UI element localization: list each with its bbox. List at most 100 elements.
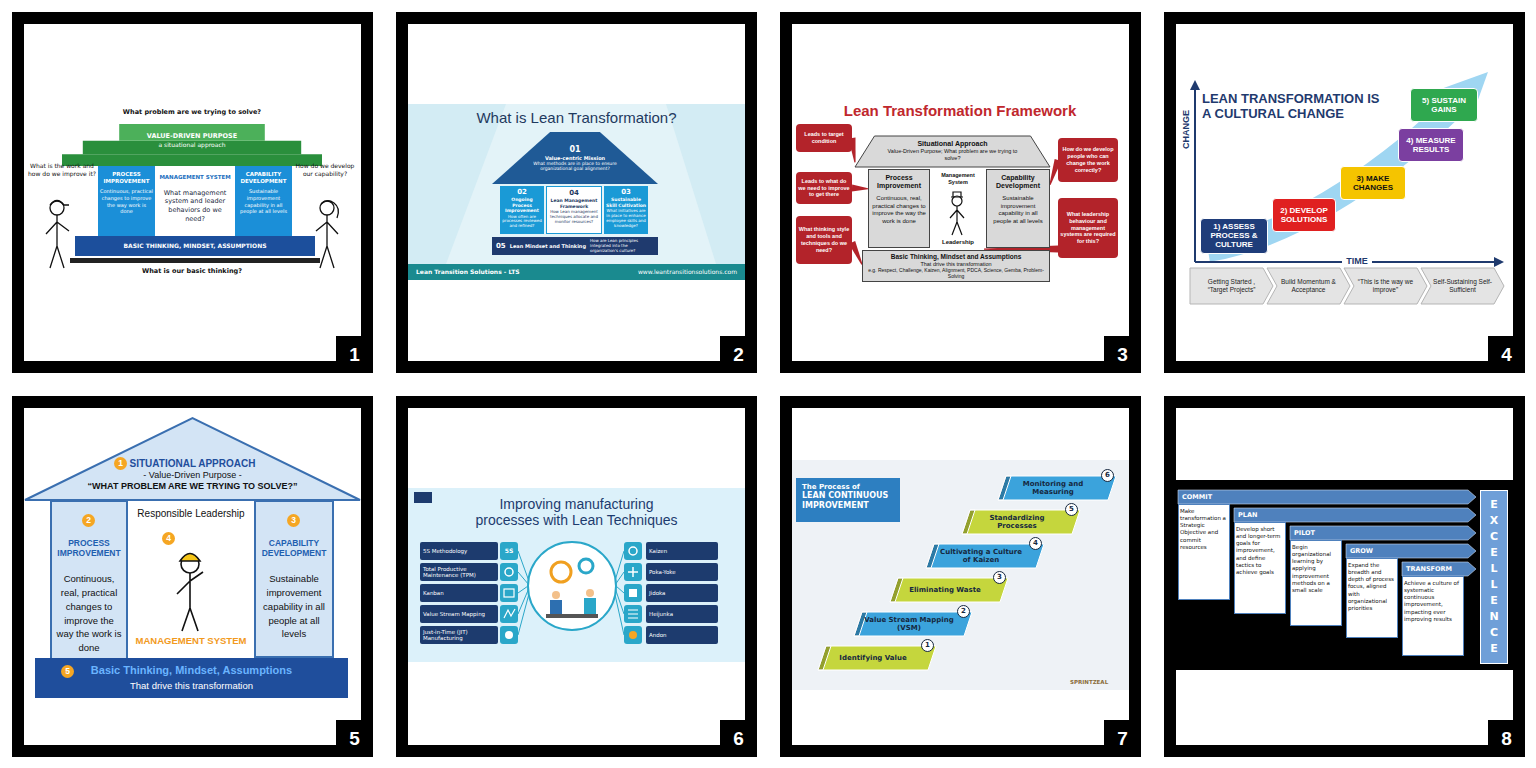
icon-tile [624, 542, 642, 560]
box-text: Basic Thinking, Mindset and Assumptions [867, 253, 1045, 261]
icon-glyph [629, 589, 637, 597]
gear [579, 559, 593, 573]
box-text: Expand the breadth and depth of process … [1348, 562, 1396, 612]
panel-frame [396, 396, 757, 757]
box-text: How often are processes reviewed and ref… [501, 215, 543, 229]
question-label: How do we develop our capability? [294, 162, 356, 178]
box-text: 5) SUSTAIN GAINS [1414, 96, 1474, 114]
box-text: Identifying Value [839, 654, 906, 662]
panel-frame [12, 396, 373, 757]
panel-number: 1 [336, 336, 373, 373]
stick-figure [316, 201, 338, 268]
panel-ground [408, 408, 745, 745]
box-text: Lean Transition Solutions - LTS [416, 268, 520, 275]
panel [12, 396, 373, 757]
box-text: 02 [501, 188, 543, 196]
box-text: “WHAT PROBLEM ARE WE TRYING TO SOLVE?” [70, 481, 315, 492]
box-text: 1 [118, 459, 123, 468]
icon-tile [500, 605, 518, 623]
outline-shape [1344, 268, 1427, 304]
foundation-band: 05Lean Mindset and ThinkingHow are Lean … [492, 237, 658, 255]
box-text: LEAN CONTINUOUS IMPROVEMENT [802, 491, 894, 509]
axis-head [1190, 80, 1200, 90]
management-area: Responsible LeadershipMANAGEMENT SYSTEM4 [128, 500, 254, 658]
roof-band: Situational ApproachValue-Driven Purpose… [855, 136, 1050, 167]
box-text: Monitoring and Measuring [1008, 480, 1098, 496]
icon-glyph [504, 589, 514, 597]
icon-tile [500, 584, 518, 602]
panel [1164, 12, 1525, 373]
outline-shape [855, 136, 1050, 167]
factory-illustration [528, 542, 616, 630]
outline-shape [962, 510, 1080, 534]
box-text: 6 [1105, 472, 1110, 479]
box-text: Capability Development [990, 174, 1046, 191]
leader-figure [177, 554, 203, 632]
box-text: Total Productive Maintenance (TPM) [423, 566, 495, 579]
outline-shape [998, 476, 1116, 500]
axis-label: TIME [1342, 256, 1372, 267]
illustration-disc [528, 542, 616, 630]
box-text: Situational Approach [879, 140, 1026, 148]
outline-shape [998, 476, 1011, 500]
axis-head [1494, 257, 1504, 267]
pillar-box: PROCESS IMPROVEMENT Continuous, real, pra… [50, 500, 128, 661]
box-text: CAPABILITY DEVELOPMENT [259, 538, 329, 558]
box-text: Just-in-Time (JIT) Manufacturing [423, 629, 495, 642]
stage-box: 2) DEVELOP SOLUTIONS [1272, 198, 1336, 232]
outline-shape [926, 544, 1044, 568]
box-text: CAPABILITY DEVELOPMENT [237, 171, 290, 184]
box-text: Value Stream Mapping [423, 611, 485, 617]
panel [396, 12, 757, 373]
box-text: PILOT [1294, 528, 1466, 538]
panel-frame [780, 396, 1141, 757]
box-text: Process Improvement [872, 174, 926, 191]
box-text: What thinking style and tools and techni… [798, 226, 850, 254]
box-text: Poka-Yoke [649, 569, 676, 575]
phase-box: Expand the breadth and depth of process … [1346, 558, 1398, 638]
question-label: What is the work and how do we improve i… [26, 162, 98, 178]
figure-cap [50, 201, 69, 206]
box-text: PROCESS IMPROVEMENT [100, 171, 153, 184]
box-text: 4) MEASURE RESULTS [1402, 136, 1460, 154]
panel-frame [1164, 396, 1525, 757]
step-ribbon: Value Stream Mapping (VSM)2 [854, 612, 972, 636]
outline-shape [492, 132, 658, 184]
outline-shape [1267, 268, 1350, 304]
panel-ground [408, 24, 745, 361]
outline-shape [1190, 268, 1273, 304]
slide-ground [792, 460, 1129, 690]
number-circle: 3 [993, 571, 1006, 584]
box-text: PROCESS IMPROVEMENT [55, 538, 123, 558]
worker-head [552, 591, 560, 599]
foundation-band: Basic Thinking, Mindset, AssumptionsThat… [35, 658, 348, 698]
phase-arrow: PILOT [1290, 526, 1476, 540]
icon-column [500, 542, 518, 644]
box-text: www.leantransitionsolutions.com [638, 268, 737, 275]
panel-frame [1164, 12, 1525, 373]
outline-shape [1421, 268, 1504, 304]
title-box: The Process ofLEAN CONTINUOUS IMPROVEMEN… [796, 478, 900, 522]
number-circle: 2 [957, 605, 970, 618]
box-text: How are Lean principles integrated into … [590, 239, 654, 253]
box-text: Kaizen [649, 548, 667, 554]
worker-head [586, 589, 594, 597]
box-text: Leadership [942, 239, 974, 246]
number-circle: 1 [114, 457, 127, 470]
panel-ground [792, 408, 1129, 745]
icon-glyph [504, 609, 515, 618]
stage-box: 5) SUSTAIN GAINS [1410, 88, 1478, 122]
step-ribbon: Identifying Value1 [818, 646, 936, 670]
work-bench [546, 614, 598, 618]
box-text: Management System [933, 172, 983, 185]
box-text: Continuous, real, practical changes to i… [55, 572, 123, 655]
panel-number: 7 [1104, 720, 1141, 757]
box-text: e.g. Respect, Challenge, Kaizen, Alignme… [867, 267, 1045, 279]
pillar-box: Capability DevelopmentSustainable improv… [986, 169, 1050, 248]
box-text: Heijunka [649, 611, 673, 617]
icon-glyph [629, 547, 637, 555]
panel-number: 6 [720, 720, 757, 757]
box-text: Value Stream Mapping (VSM) [864, 616, 954, 632]
box-text: Sustainable improvement capability in al… [259, 572, 329, 641]
box-text: Jidoka [649, 590, 665, 596]
